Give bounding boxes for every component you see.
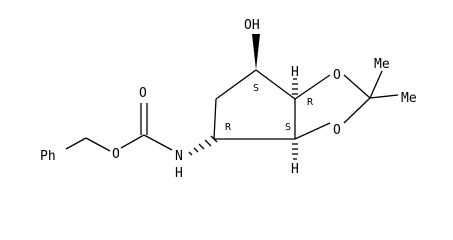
stereo-c-bottom-junction: S [285, 122, 291, 133]
bond-n-c-hashed [188, 135, 218, 156]
atom-methyl-1: Me [374, 57, 390, 72]
bond-ch2-ester-o [85, 137, 111, 152]
atom-labels: OH O O O O N H Me Me Ph H H [40, 18, 417, 181]
bond-carbonyl-n [143, 134, 173, 151]
bond-ph-ch2 [65, 137, 87, 150]
atom-nh-h: H [175, 166, 183, 181]
atom-methyl-2: Me [401, 91, 417, 106]
stereo-c-top-junction: R [307, 97, 314, 108]
stereo-labels: S R S R [225, 83, 314, 133]
bond-ch2-coh [215, 69, 257, 100]
bond-ester-o-carbonyl [120, 134, 145, 149]
bond-h-bottom-hashed [292, 143, 298, 160]
atom-phenyl: Ph [40, 149, 56, 164]
atom-ester-o: O [112, 147, 120, 162]
atom-carbonyl-o: O [139, 86, 147, 101]
bond-o-cme2-top [343, 74, 371, 99]
bond-o-cbottom [294, 122, 331, 140]
atom-ring-o-top: O [333, 68, 341, 83]
bond-cnh-ch2 [213, 98, 217, 140]
atom-h-bottom: H [291, 162, 299, 177]
atom-ring-o-bottom: O [333, 123, 341, 138]
stereo-c-oh: S [253, 83, 259, 94]
bond-cme2-me2 [369, 94, 399, 99]
bond-cme2-me1 [369, 70, 383, 99]
atom-oh: OH [244, 18, 260, 33]
bonds [65, 34, 399, 160]
bond-c-oh-wedge [252, 34, 260, 70]
atom-n: N [175, 149, 183, 164]
stereo-c-nh: R [225, 122, 232, 133]
bond-ctop-o [294, 74, 331, 100]
bond-cme2-o-bottom [343, 97, 371, 124]
molecule-structure: OH O O O O N H Me Me Ph H H S R S R [40, 18, 417, 181]
atom-h-top: H [291, 65, 299, 80]
bond-coh-ctop [255, 69, 296, 100]
bond-h-top-hashed [292, 78, 298, 95]
